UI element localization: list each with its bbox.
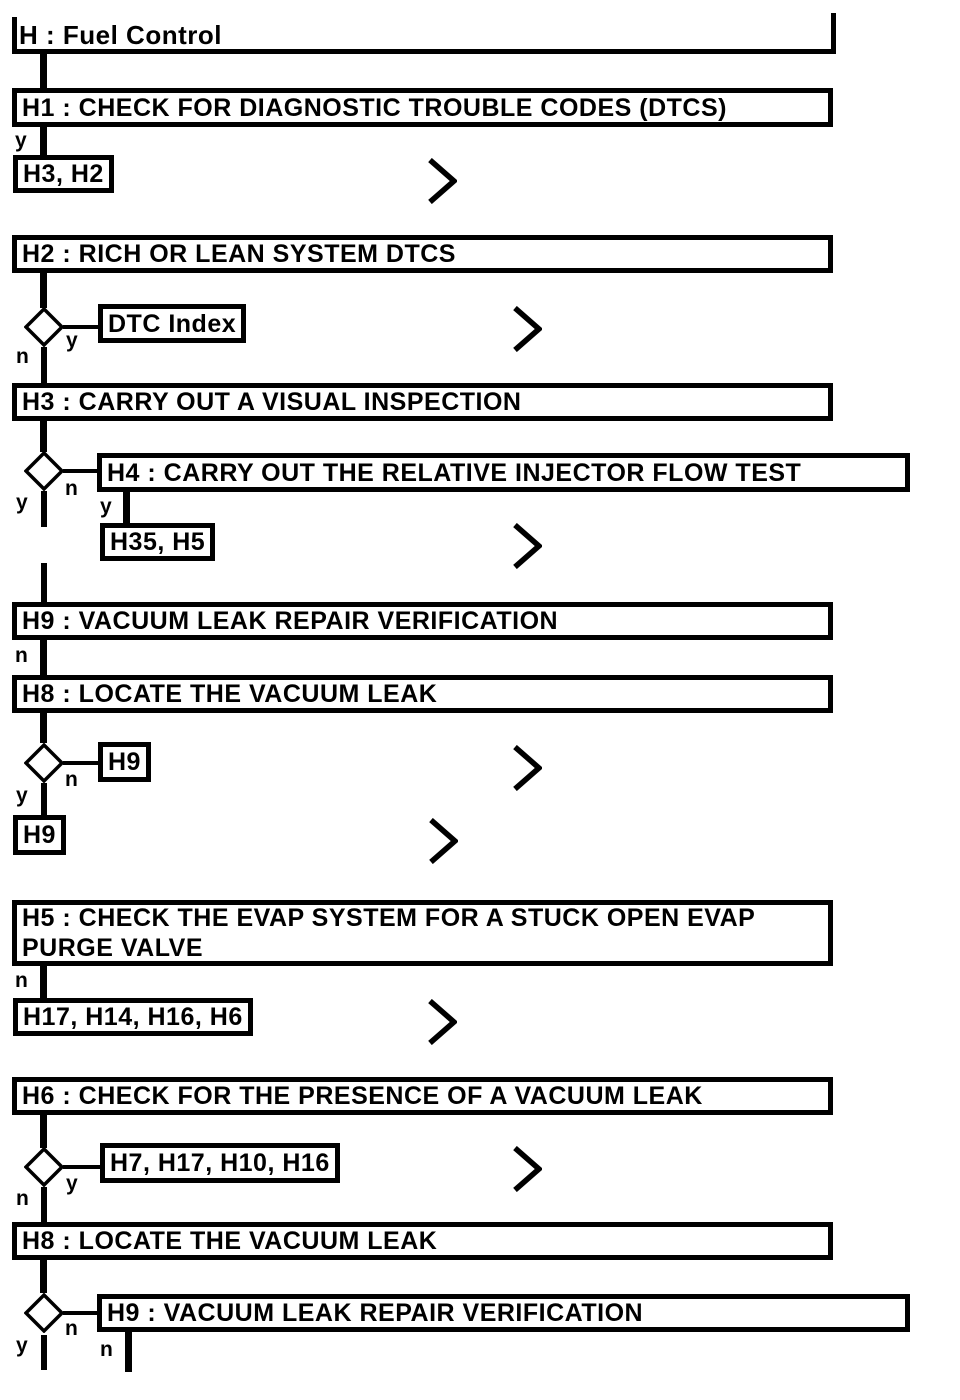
connector-line <box>40 1260 47 1293</box>
step-box-h3[interactable]: H3 : CARRY OUT A VISUAL INSPECTION <box>12 383 833 421</box>
branch-label-no: n <box>65 1317 78 1340</box>
title-right-tick <box>831 13 836 54</box>
branch-label-no: n <box>15 969 28 992</box>
title-left-tick <box>12 17 17 54</box>
connector-line <box>41 563 47 603</box>
step-box-h6[interactable]: H6 : CHECK FOR THE PRESENCE OF A VACUUM … <box>12 1077 833 1115</box>
branch-label-no: n <box>65 768 78 791</box>
connector-line <box>40 273 47 308</box>
branch-label-yes: y <box>16 491 28 514</box>
connector-line <box>40 421 47 452</box>
connector-line <box>40 713 47 743</box>
connector-line <box>41 491 47 527</box>
step-box-h9-second[interactable]: H9 : VACUUM LEAK REPAIR VERIFICATION <box>97 1294 910 1332</box>
branch-label-no: n <box>16 1187 29 1210</box>
branch-label-yes: y <box>66 329 78 352</box>
step-box-h4[interactable]: H4 : CARRY OUT THE RELATIVE INJECTOR FLO… <box>97 453 910 492</box>
connector-line <box>63 1311 97 1315</box>
branch-label-yes: y <box>66 1172 78 1195</box>
connector-line <box>123 492 130 523</box>
connector-line <box>41 1335 47 1370</box>
step-box-h5-line2: PURGE VALVE <box>22 934 203 962</box>
step-box-h8-second[interactable]: H8 : LOCATE THE VACUUM LEAK <box>12 1222 833 1260</box>
chevron-right-icon[interactable] <box>512 1146 542 1192</box>
connector-line <box>40 1115 47 1148</box>
branch-label-no: n <box>65 477 78 500</box>
chevron-right-icon[interactable] <box>427 999 457 1045</box>
chevron-right-icon[interactable] <box>427 158 457 204</box>
goto-box-h6-yes[interactable]: H7, H17, H10, H16 <box>100 1143 340 1183</box>
connector-line <box>63 761 98 765</box>
branch-label-yes: y <box>100 495 112 518</box>
branch-label-no: n <box>16 345 29 368</box>
step-box-h5-line1: H5 : CHECK THE EVAP SYSTEM FOR A STUCK O… <box>22 904 756 932</box>
branch-label-no: n <box>15 644 28 667</box>
title-underline <box>12 49 836 54</box>
step-box-h1[interactable]: H1 : CHECK FOR DIAGNOSTIC TROUBLE CODES … <box>12 88 833 127</box>
step-box-h9-first[interactable]: H9 : VACUUM LEAK REPAIR VERIFICATION <box>12 602 833 640</box>
connector-line <box>40 640 47 675</box>
connector-line <box>41 783 47 815</box>
connector-line <box>40 54 47 89</box>
step-box-h5[interactable]: H5 : CHECK THE EVAP SYSTEM FOR A STUCK O… <box>12 900 833 966</box>
connector-line <box>41 1187 47 1222</box>
decision-diamond-icon <box>24 451 64 491</box>
step-box-h2[interactable]: H2 : RICH OR LEAN SYSTEM DTCS <box>12 235 833 273</box>
connector-line <box>63 1165 100 1169</box>
branch-label-yes: y <box>16 1334 28 1357</box>
connector-line <box>63 325 98 329</box>
connector-line <box>41 347 47 383</box>
goto-box-h5-no[interactable]: H17, H14, H16, H6 <box>13 998 253 1036</box>
flow-title: H : Fuel Control <box>19 20 222 50</box>
decision-diamond-icon <box>24 1147 64 1187</box>
decision-diamond-icon <box>24 1293 64 1333</box>
chevron-right-icon[interactable] <box>428 818 458 864</box>
connector-line <box>125 1332 132 1372</box>
step-box-h8-first[interactable]: H8 : LOCATE THE VACUUM LEAK <box>12 675 833 713</box>
goto-box-h1-yes[interactable]: H3, H2 <box>13 155 114 193</box>
chevron-right-icon[interactable] <box>512 745 542 791</box>
branch-label-yes: y <box>15 129 27 152</box>
connector-line <box>40 965 47 998</box>
connector-line <box>40 127 47 155</box>
decision-diamond-icon <box>24 743 64 783</box>
goto-box-h2-yes[interactable]: DTC Index <box>98 304 247 343</box>
branch-label-yes: y <box>16 784 28 807</box>
chevron-right-icon[interactable] <box>512 306 542 352</box>
goto-box-h8-no[interactable]: H9 <box>98 742 151 782</box>
decision-diamond-icon <box>24 307 64 347</box>
goto-box-h4-yes[interactable]: H35, H5 <box>100 523 216 561</box>
goto-box-h8-yes[interactable]: H9 <box>13 815 66 855</box>
branch-label-no: n <box>100 1338 113 1361</box>
chevron-right-icon[interactable] <box>512 523 542 569</box>
connector-line <box>63 469 97 473</box>
